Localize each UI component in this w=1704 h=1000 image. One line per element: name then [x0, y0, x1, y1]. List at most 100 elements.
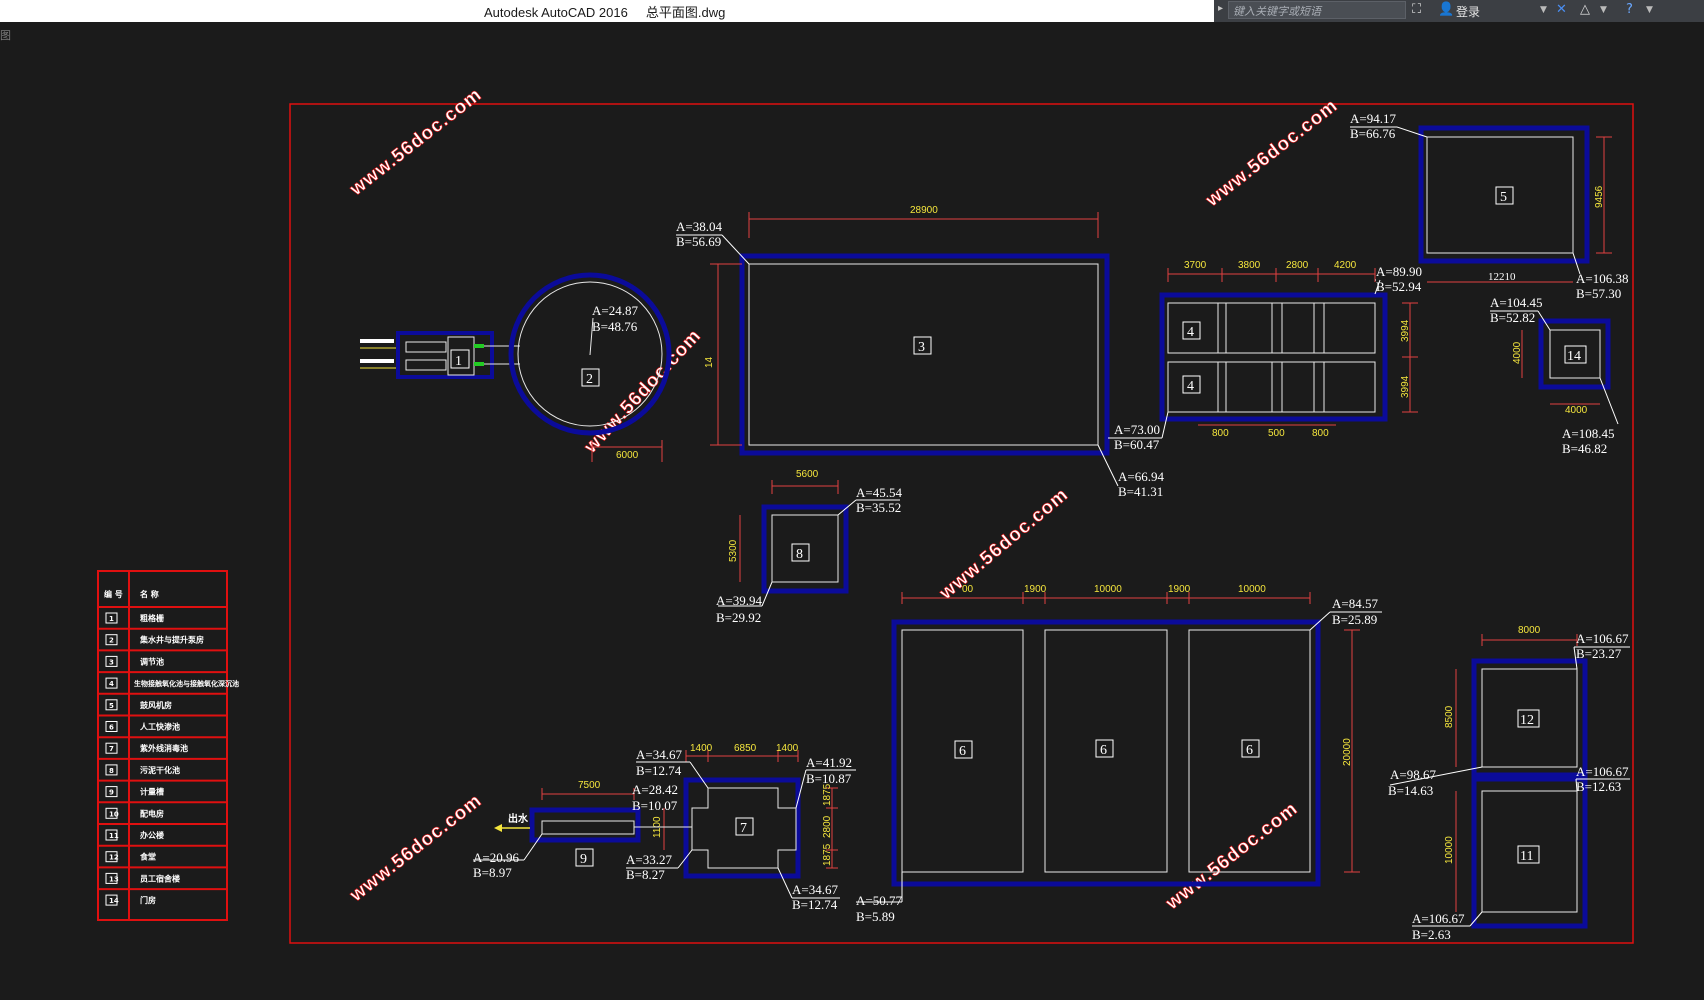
legend-number-box — [105, 677, 118, 689]
facility-9-metering-trough[interactable]: 7500 出水 9 — [494, 780, 692, 867]
coord-a: A=20.96 — [473, 850, 519, 865]
legend-header-no: 编 号 — [104, 589, 123, 599]
coord-a: A=106.38 — [1576, 271, 1628, 286]
dimension-label: 9456 — [1594, 185, 1605, 208]
legend-row-number: 3 — [109, 658, 114, 666]
facility-8-sludge-drying[interactable]: 8 5600 5300 — [728, 469, 849, 594]
facility-number: 7 — [740, 821, 747, 836]
coord-a: A=98.67 — [1390, 767, 1436, 782]
legend-row-number: 14 — [109, 897, 119, 905]
dimension-label: 5300 — [728, 539, 739, 562]
login-button[interactable]: 登录 — [1456, 5, 1481, 19]
legend-number-box — [105, 742, 118, 754]
legend-row-name: 办公楼 — [140, 830, 164, 840]
coord-a: A=89.90 — [1376, 264, 1422, 279]
legend-header-name: 名 称 — [140, 589, 159, 599]
legend-row-name: 鼓风机房 — [140, 700, 172, 710]
facility-number: 6 — [1100, 743, 1107, 758]
legend-row-name: 调节池 — [140, 656, 164, 666]
coord-b: B=57.30 — [1576, 286, 1621, 301]
expand-arrow-icon[interactable]: ▸ — [1218, 3, 1224, 14]
coord-a: A=34.67 — [636, 747, 682, 762]
dimension-label: 8500 — [1444, 705, 1455, 728]
legend-row-name: 人工快渗池 — [140, 722, 180, 732]
app-title: Autodesk AutoCAD 2016 总平面图.dwg — [484, 5, 726, 20]
facility-11-office-building[interactable]: 11 10000 — [1444, 776, 1588, 929]
dimension-label: 2800 — [822, 815, 833, 838]
coord-b: B=46.82 — [1562, 441, 1607, 456]
dimension-label: 6000 — [616, 450, 639, 461]
legend-row-number: 12 — [109, 854, 119, 862]
watermark: www.56doc.com — [935, 484, 1073, 604]
drawing-frame — [289, 103, 1634, 944]
dimension-label: 28900 — [910, 205, 938, 216]
legend-row-number: 5 — [109, 702, 114, 710]
dimension-label: 10000 — [1238, 584, 1266, 595]
coord-a: A=33.27 — [626, 852, 672, 867]
facility-number: 4 — [1187, 325, 1194, 340]
coord-b: B=25.89 — [1332, 612, 1377, 627]
dimension-label: 7500 — [578, 780, 601, 791]
coord-b: B=12.74 — [636, 763, 682, 778]
coord-b: B=35.52 — [856, 500, 901, 515]
help-icon[interactable]: ? — [1626, 2, 1633, 17]
legend-row-name: 门房 — [140, 895, 156, 905]
facility-2-pump-house[interactable]: 2 6000 — [508, 272, 672, 462]
watermark: www.56doc.com — [345, 84, 486, 200]
facility-number: 14 — [1567, 349, 1581, 364]
coord-a: A=34.67 — [792, 882, 838, 897]
facility-1-bar-screen[interactable]: 1 — [360, 331, 520, 379]
exchange-x-icon[interactable]: ✕ — [1556, 2, 1567, 17]
binoculars-icon[interactable]: ⛶ — [1412, 2, 1422, 17]
legend-row-number: 6 — [109, 724, 114, 732]
coord-b: B=12.74 — [792, 897, 838, 912]
coord-b: B=41.31 — [1118, 484, 1163, 499]
coord-a: A=39.94 — [716, 593, 762, 608]
coord-a: A=45.54 — [856, 485, 902, 500]
facility-12-canteen[interactable]: 12 8000 8500 — [1444, 625, 1588, 778]
facility-4-contact-oxidation[interactable]: 4 4 3700 3800 2800 4200 3994 3994 800 50… — [1159, 260, 1418, 439]
legend-row-name: 集水井与提升泵房 — [139, 635, 204, 645]
dimension-label: 1400 — [776, 743, 799, 754]
dimension-label: 00 — [962, 584, 974, 595]
legend-row-name: 食堂 — [140, 852, 156, 862]
facility-7-uv-disinfection[interactable]: 7 1400 6850 1400 1875 2800 1875 1100 — [652, 743, 838, 879]
coord-a: A=28.42 — [632, 782, 678, 797]
help-dropdown-icon[interactable]: ▼ — [1646, 5, 1653, 15]
coord-text: A=38.04 B=56.69 A=24.87 B=48.76 A=73.00 … — [473, 111, 1629, 942]
legend-number-box — [105, 699, 118, 711]
facility-number: 3 — [918, 340, 925, 355]
facility-number: 6 — [1246, 743, 1253, 758]
login-dropdown-icon[interactable]: ▼ — [1540, 5, 1547, 15]
facility-3-regulating-tank[interactable]: 3 28900 14 — [704, 205, 1110, 456]
search-input[interactable]: 键入关键字或短语 — [1228, 1, 1406, 19]
dimension-label: 1875 — [822, 783, 833, 806]
viewport-corner-label: 图 — [0, 29, 11, 42]
legend-row-number: 8 — [109, 767, 114, 775]
coord-b: B=8.97 — [473, 865, 512, 880]
legend-row-name: 员工宿舍楼 — [140, 873, 180, 883]
legend-row-name: 生物接触氧化池与接触氧化深沉池 — [134, 679, 239, 688]
dimension-label: 12210 — [1488, 271, 1516, 283]
facility-number: 6 — [959, 744, 966, 759]
legend-row-name: 污泥干化池 — [140, 765, 180, 775]
coord-b: B=60.47 — [1114, 437, 1160, 452]
facility-14-guard-house[interactable]: 14 4000 4000 — [1512, 318, 1611, 416]
coord-b: B=8.27 — [626, 867, 665, 882]
coord-b: B=48.76 — [592, 319, 638, 334]
triangle-network-icon[interactable]: △ — [1580, 2, 1590, 17]
legend-number-box — [105, 872, 118, 884]
legend-row-number: 9 — [109, 789, 114, 797]
dimension-label: 20000 — [1342, 738, 1353, 766]
network-dropdown-icon[interactable]: ▼ — [1600, 5, 1607, 15]
facility-5-blower-room[interactable]: 5 9456 12210 — [1418, 125, 1612, 283]
dimension-label: 2800 — [1286, 260, 1309, 271]
dimension-label: 8000 — [1518, 625, 1541, 636]
coord-b: B=52.82 — [1490, 310, 1535, 325]
facility-6-infiltration-tanks[interactable]: 6 6 6 00 1900 10000 1900 10000 20000 — [891, 584, 1360, 887]
legend-row-name: 计量槽 — [140, 787, 164, 797]
dimension-label: 10000 — [1444, 836, 1455, 864]
coord-a: A=106.67 — [1412, 911, 1465, 926]
